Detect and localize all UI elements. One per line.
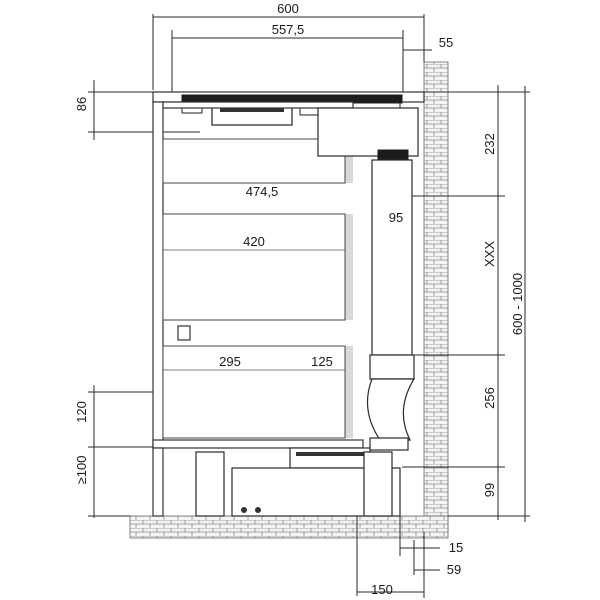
duct <box>317 107 419 451</box>
cabinet <box>152 101 364 517</box>
dim-variable-height: XXX <box>482 241 497 267</box>
dim-rear-mid: 59 <box>447 562 461 577</box>
dim-lower-left: 295 <box>219 354 241 369</box>
dim-hob-width: 557,5 <box>272 22 305 37</box>
dim-inner-depth: 420 <box>243 234 265 249</box>
dim-rear-large: 150 <box>371 582 393 597</box>
dim-unit-height: 99 <box>482 483 497 497</box>
dim-top-to-duct: 232 <box>482 133 497 155</box>
dim-overall-width: 600 <box>277 1 299 16</box>
right-dimensions <box>402 85 530 522</box>
fan-unit <box>195 447 401 517</box>
dim-rear-small: 15 <box>449 540 463 555</box>
dim-plinth-section: 256 <box>482 387 497 409</box>
wall <box>423 61 449 533</box>
drawers <box>162 138 353 439</box>
dim-hob-height: 86 <box>74 97 89 111</box>
top-dimensions <box>152 14 432 95</box>
dim-duct-width: 95 <box>389 210 403 225</box>
dim-lower-offset: 120 <box>74 401 89 423</box>
dim-plinth-min: ≥100 <box>74 456 89 485</box>
dim-rear-gap: 55 <box>439 35 453 50</box>
dim-drawer-depth: 474,5 <box>246 184 279 199</box>
dim-lower-right: 125 <box>311 354 333 369</box>
dim-worktop-height: 600 - 1000 <box>510 273 525 335</box>
